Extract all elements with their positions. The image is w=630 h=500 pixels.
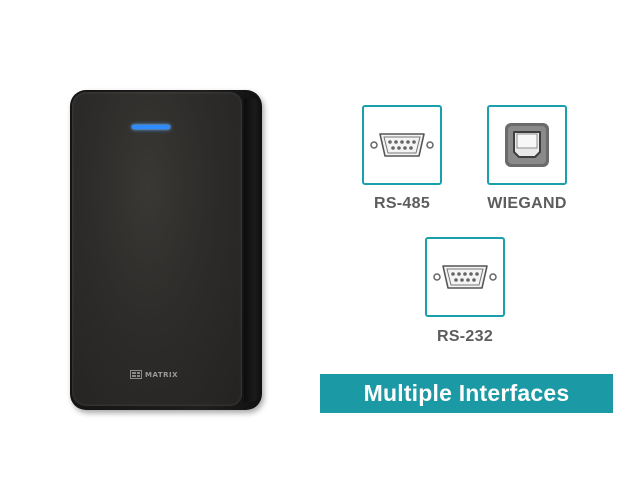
matrix-logo-icon xyxy=(130,370,142,379)
multiple-interfaces-banner: Multiple Interfaces xyxy=(320,374,613,413)
wiegand-connector-icon xyxy=(505,123,549,167)
status-led-icon xyxy=(132,125,170,129)
interface-label-rs485: RS-485 xyxy=(373,195,431,212)
device-front-face: MATRIX xyxy=(72,92,242,406)
device-brand-logo: MATRIX xyxy=(130,370,178,379)
card-reader-device: MATRIX xyxy=(70,90,262,410)
interface-label-wiegand: WIEGAND xyxy=(487,195,567,212)
interface-box-rs232 xyxy=(425,237,505,317)
interface-box-rs485 xyxy=(362,105,442,185)
device-brand-text: MATRIX xyxy=(145,370,179,379)
interface-box-wiegand xyxy=(487,105,567,185)
interface-label-rs232: RS-232 xyxy=(436,328,494,345)
device-side-edge xyxy=(244,98,262,402)
db9-serial-port-icon xyxy=(433,265,497,289)
db9-serial-port-icon xyxy=(370,133,434,157)
